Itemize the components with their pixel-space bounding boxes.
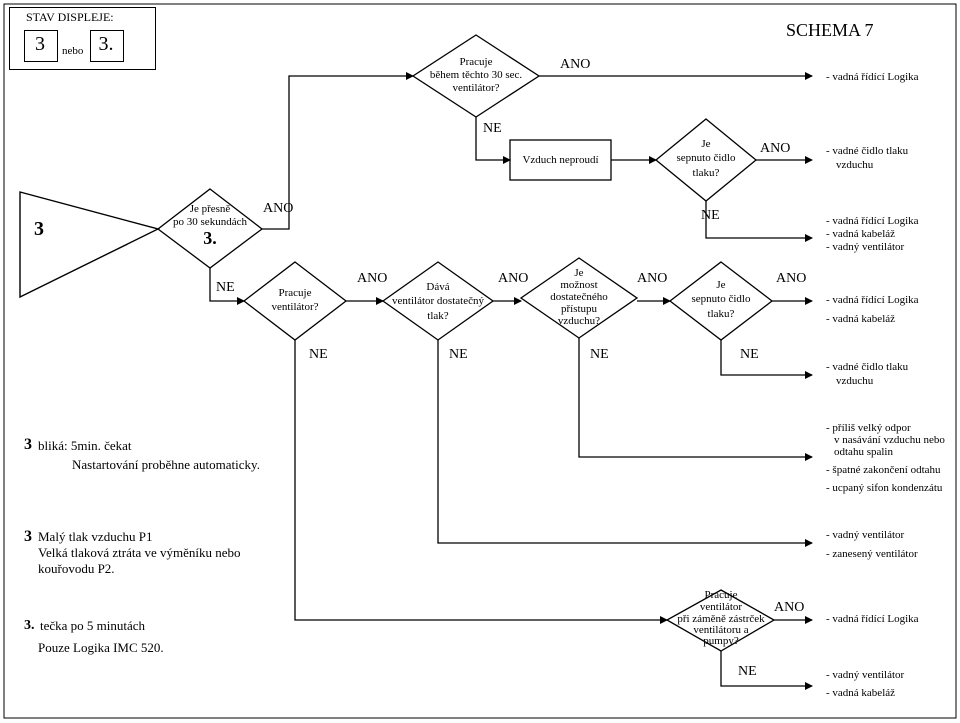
decision-sensor2-line2: sepnuto čidlo bbox=[691, 293, 751, 305]
result-7-line2: - zanesený ventilátor bbox=[826, 548, 918, 560]
note-2-symbol: 3 bbox=[24, 528, 32, 545]
answer-yes-pump: ANO bbox=[774, 600, 805, 615]
decision-exact-line1: Je přesně bbox=[189, 203, 231, 215]
decision-pump-line4: ventilátoru a bbox=[693, 624, 749, 636]
decision-exact-value: 3. bbox=[203, 228, 217, 248]
display-digit: 3 bbox=[35, 33, 45, 55]
answer-yes-fan: ANO bbox=[357, 271, 388, 286]
display-digit-dot-box bbox=[90, 30, 124, 62]
decision-run30-line3: ventilátor? bbox=[452, 82, 500, 94]
decision-pressure-line3: tlak? bbox=[427, 310, 449, 322]
schema-title: SCHEMA 7 bbox=[786, 20, 874, 40]
answer-yes-exact: ANO bbox=[263, 201, 294, 216]
decision-sensor2-line1: Je bbox=[716, 279, 726, 291]
answer-yes-sensor1: ANO bbox=[760, 141, 791, 156]
decision-sensor2-line3: tlaku? bbox=[707, 308, 735, 320]
no-airflow-label: Vzduch neproudí bbox=[522, 154, 599, 166]
decision-pump-line1: Pracuje bbox=[704, 589, 738, 601]
note-3-symbol: 3. bbox=[24, 618, 35, 633]
answer-no-sensor2: NE bbox=[740, 347, 759, 362]
note-2-line1: Malý tlak vzduchu P1 bbox=[38, 529, 153, 544]
decision-run30-line2: během těchto 30 sec. bbox=[429, 69, 523, 81]
decision-air-line2: možnost bbox=[560, 279, 598, 291]
result-9-line1: - vadný ventilátor bbox=[826, 669, 905, 681]
answer-yes-air: ANO bbox=[637, 271, 668, 286]
decision-pressure-line2: ventilátor dostatečný bbox=[392, 295, 484, 307]
result-1-line1: - vadná řídící Logika bbox=[826, 71, 919, 83]
result-2-line1: - vadné čidlo tlaku bbox=[826, 145, 909, 157]
decision-pump-line3: při záměně zástrček bbox=[677, 613, 765, 625]
decision-exact-line2: po 30 sekundách bbox=[173, 216, 247, 228]
note-1-line1: bliká: 5min. čekat bbox=[38, 438, 132, 453]
answer-no-sensor1: NE bbox=[701, 208, 720, 223]
answer-no-exact: NE bbox=[216, 280, 235, 295]
decision-pressure-line1: Dává bbox=[426, 281, 450, 293]
result-8-line1: - vadná řídící Logika bbox=[826, 613, 919, 625]
result-6-line5: - ucpaný sifon kondenzátu bbox=[826, 482, 943, 494]
answer-no-pump: NE bbox=[738, 664, 757, 679]
answer-no-run30: NE bbox=[483, 121, 502, 136]
decision-pump-line2: ventilátor bbox=[699, 601, 743, 613]
display-digit-box bbox=[24, 30, 58, 62]
decision-air-line5: vzduchu? bbox=[557, 315, 601, 327]
note-1-symbol: 3 bbox=[24, 436, 32, 453]
result-3-line1: - vadná řídící Logika bbox=[826, 215, 919, 227]
display-status-title: STAV DISPLEJE: bbox=[26, 10, 114, 24]
result-9-line2: - vadná kabeláž bbox=[826, 687, 896, 699]
result-7-line1: - vadný ventilátor bbox=[826, 529, 905, 541]
result-4-line1: - vadná řídící Logika bbox=[826, 294, 919, 306]
result-2-line2: vzduchu bbox=[836, 159, 874, 171]
note-1-line2: Nastartování proběhne automaticky. bbox=[72, 457, 260, 472]
answer-no-pressure: NE bbox=[449, 347, 468, 362]
display-digit-dot: 3. bbox=[98, 33, 114, 55]
start-triangle bbox=[19, 191, 160, 299]
decision-air-line3: dostatečného bbox=[550, 291, 608, 303]
decision-run30-line1: Pracuje bbox=[459, 56, 493, 68]
result-3-line3: - vadný ventilátor bbox=[826, 241, 905, 253]
decision-sensor1-line1: Je bbox=[701, 138, 711, 150]
answer-yes-run30: ANO bbox=[560, 57, 591, 72]
answer-no-fan: NE bbox=[309, 347, 328, 362]
result-6-line3: odtahu spalin bbox=[834, 446, 893, 458]
note-2-line3: kouřovodu P2. bbox=[38, 561, 115, 576]
note-3-line2: Pouze Logika IMC 520. bbox=[38, 640, 164, 655]
answer-no-air: NE bbox=[590, 347, 609, 362]
result-6-line1: - příliš velký odpor bbox=[826, 422, 911, 434]
decision-sensor1-line3: tlaku? bbox=[692, 167, 720, 179]
note-3-line1: tečka po 5 minutách bbox=[40, 618, 146, 633]
result-6-line2: v nasávání vzduchu nebo bbox=[834, 434, 945, 446]
display-nebo-label: nebo bbox=[62, 45, 84, 57]
decision-pump-line5: pumpy? bbox=[703, 635, 739, 647]
note-2-line2: Velká tlaková ztráta ve výměníku nebo bbox=[38, 545, 241, 560]
result-4-line2: - vadná kabeláž bbox=[826, 313, 896, 325]
decision-fan-line1: Pracuje bbox=[278, 287, 312, 299]
decision-fan-line2: ventilátor? bbox=[271, 301, 319, 313]
decision-air-line1: Je bbox=[574, 267, 584, 279]
answer-yes-pressure: ANO bbox=[498, 271, 529, 286]
decision-sensor1-line2: sepnuto čidlo bbox=[676, 152, 736, 164]
outer-frame bbox=[3, 3, 957, 719]
result-5-line1: - vadné čidlo tlaku bbox=[826, 361, 909, 373]
result-3-line2: - vadná kabeláž bbox=[826, 228, 896, 240]
answer-yes-sensor2: ANO bbox=[776, 271, 807, 286]
decision-air-line4: přístupu bbox=[560, 303, 598, 315]
start-display-symbol: 3 bbox=[34, 218, 44, 240]
result-6-line4: - špatné zakončení odtahu bbox=[826, 464, 941, 476]
result-5-line2: vzduchu bbox=[836, 375, 874, 387]
